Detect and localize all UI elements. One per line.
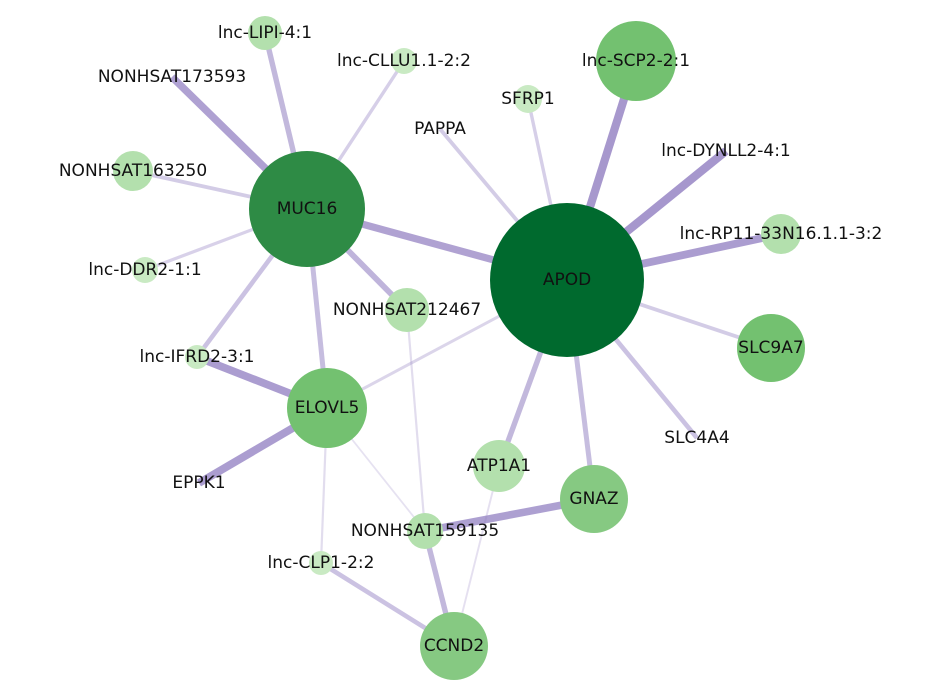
node-label-lnc-cllu1-1-2-2: lnc-CLLU1.1-2:2: [337, 51, 471, 71]
node-label-pappa: PAPPA: [414, 119, 466, 139]
node-lnc-scp2-2-1[interactable]: [596, 21, 676, 101]
node-gnaz[interactable]: [560, 465, 628, 533]
node-label-gnaz: GNAZ: [569, 489, 618, 509]
node-sfrp1[interactable]: [514, 85, 542, 113]
node-lnc-rp11-33n16-1-1-3-2[interactable]: [761, 214, 801, 254]
node-label-sfrp1: SFRP1: [501, 89, 554, 109]
node-label-lnc-dynll2-4-1: lnc-DYNLL2-4:1: [661, 141, 791, 161]
node-elovl5[interactable]: [287, 368, 367, 448]
node-lnc-clp1-2-2[interactable]: [309, 551, 333, 575]
node-label-ccnd2: CCND2: [424, 636, 484, 656]
node-nonhsat159135[interactable]: [407, 513, 443, 549]
node-label-nonhsat212467: NONHSAT212467: [333, 300, 481, 320]
node-lnc-cllu1-1-2-2[interactable]: [391, 48, 417, 74]
node-label-lnc-ddr2-1-1: lnc-DDR2-1:1: [88, 260, 201, 280]
node-nonhsat163250[interactable]: [113, 151, 153, 191]
node-label-eppk1: EPPK1: [172, 473, 225, 493]
node-label-lnc-clp1-2-2: lnc-CLP1-2:2: [268, 553, 375, 573]
node-label-atp1a1: ATP1A1: [467, 456, 531, 476]
node-atp1a1[interactable]: [473, 440, 525, 492]
node-lnc-ddr2-1-1[interactable]: [132, 257, 158, 283]
node-label-nonhsat163250: NONHSAT163250: [59, 161, 207, 181]
edge-nonhsat212467-to-nonhsat159135: [405, 309, 427, 532]
node-nonhsat212467[interactable]: [385, 288, 429, 332]
node-muc16[interactable]: [249, 151, 365, 267]
node-label-lnc-ifrd2-3-1: lnc-IFRD2-3:1: [140, 347, 255, 367]
node-label-nonhsat159135: NONHSAT159135: [351, 521, 499, 541]
node-lnc-lipi-4-1[interactable]: [248, 16, 282, 50]
node-label-lnc-scp2-2-1: lnc-SCP2-2:1: [582, 51, 690, 71]
node-label-lnc-rp11-33n16-1-1-3-2: lnc-RP11-33N16.1.1-3:2: [680, 224, 883, 244]
node-layer: [113, 16, 805, 680]
node-lnc-ifrd2-3-1[interactable]: [185, 345, 209, 369]
node-slc9a7[interactable]: [737, 314, 805, 382]
node-label-slc4a4: SLC4A4: [664, 428, 729, 448]
node-label-lnc-lipi-4-1: lnc-LIPI-4:1: [218, 23, 312, 43]
node-apod[interactable]: [490, 203, 644, 357]
node-label-apod: APOD: [543, 270, 591, 290]
node-label-nonhsat173593: NONHSAT173593: [98, 67, 246, 87]
node-ccnd2[interactable]: [420, 612, 488, 680]
node-label-elovl5: ELOVL5: [295, 398, 360, 418]
node-label-muc16: MUC16: [277, 199, 338, 219]
node-label-slc9a7: SLC9A7: [738, 338, 803, 358]
